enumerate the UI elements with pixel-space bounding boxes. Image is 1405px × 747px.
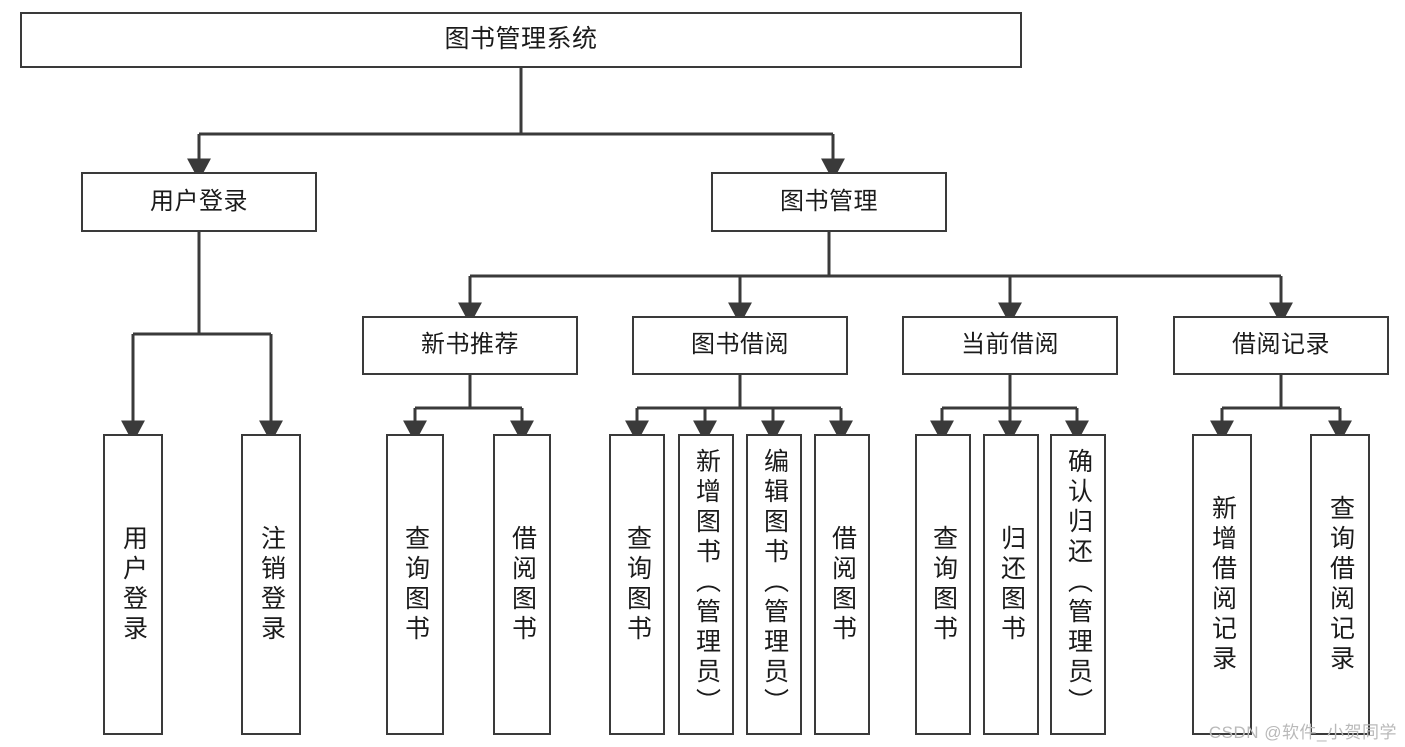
node-label: 编辑图书（管理员） [760,448,789,718]
node-label: 查询图书 [623,524,652,645]
leaf-user-login[interactable]: 用户登录 [103,434,163,735]
node-label: 图书管理系统 [444,25,598,54]
leaf-query-borrow-record[interactable]: 查询借阅记录 [1310,434,1370,735]
node-new-book-recommend[interactable]: 新书推荐 [362,316,578,375]
node-label: 归还图书 [997,524,1026,645]
leaf-edit-book-admin[interactable]: 编辑图书（管理员） [746,434,802,735]
node-label: 新增借阅记录 [1208,494,1237,675]
node-book-management[interactable]: 图书管理 [711,172,947,232]
node-label: 新增图书（管理员） [692,448,721,718]
node-borrow-record[interactable]: 借阅记录 [1173,316,1389,375]
node-label: 新书推荐 [421,331,519,359]
node-book-borrow[interactable]: 图书借阅 [632,316,848,375]
node-label: 用户登录 [119,524,148,645]
leaf-confirm-return-admin[interactable]: 确认归还（管理员） [1050,434,1106,735]
node-label: 查询图书 [929,524,958,645]
node-root-system[interactable]: 图书管理系统 [20,12,1022,68]
node-label: 借阅图书 [508,524,537,645]
node-label: 当前借阅 [961,331,1059,359]
leaf-query-book-current[interactable]: 查询图书 [915,434,971,735]
leaf-borrow-book[interactable]: 借阅图书 [814,434,870,735]
leaf-borrow-book-recommend[interactable]: 借阅图书 [493,434,551,735]
leaf-query-book-recommend[interactable]: 查询图书 [386,434,444,735]
node-label: 注销登录 [257,524,286,645]
node-label: 用户登录 [150,187,248,215]
leaf-query-book-borrow[interactable]: 查询图书 [609,434,665,735]
node-label: 确认归还（管理员） [1064,448,1093,718]
node-user-login[interactable]: 用户登录 [81,172,317,232]
leaf-logout-login[interactable]: 注销登录 [241,434,301,735]
node-label: 查询图书 [401,524,430,645]
node-label: 借阅记录 [1232,331,1330,359]
node-label: 图书借阅 [691,331,789,359]
node-label: 图书管理 [780,187,878,215]
leaf-add-book-admin[interactable]: 新增图书（管理员） [678,434,734,735]
watermark-csdn: CSDN @软件_小贺同学 [1208,723,1397,742]
node-current-borrow[interactable]: 当前借阅 [902,316,1118,375]
node-label: 借阅图书 [828,524,857,645]
node-label: 查询借阅记录 [1326,494,1355,675]
leaf-add-borrow-record[interactable]: 新增借阅记录 [1192,434,1252,735]
leaf-return-book[interactable]: 归还图书 [983,434,1039,735]
